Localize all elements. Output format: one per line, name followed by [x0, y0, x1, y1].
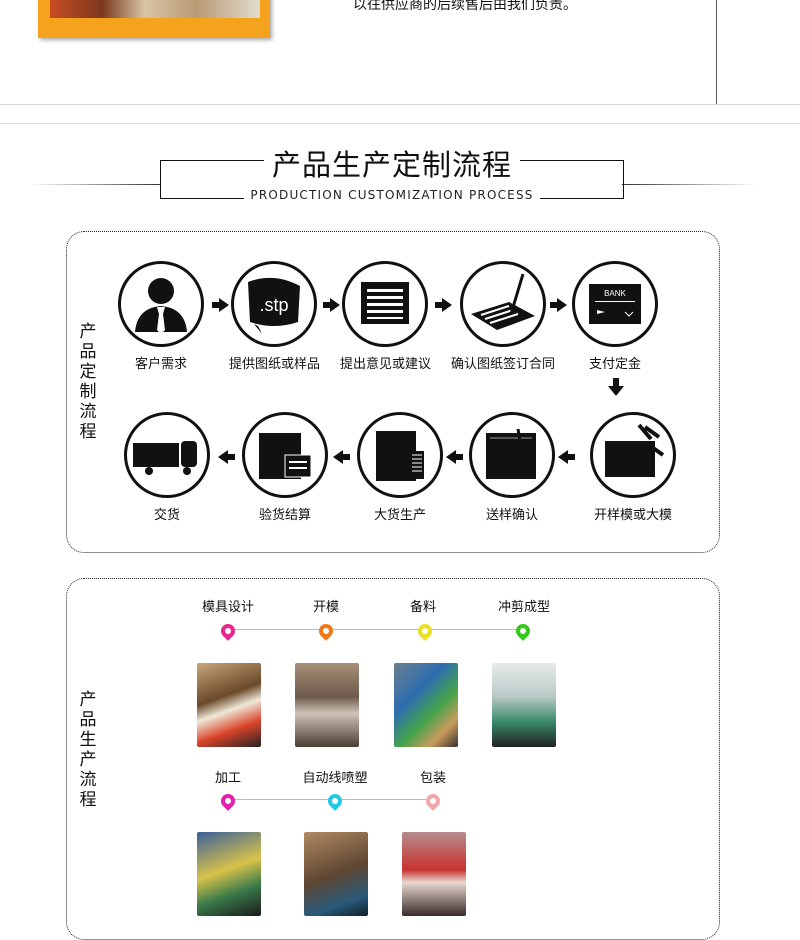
- testing-machine-icon: [469, 412, 555, 498]
- section-subtitle: PRODUCTION CUSTOMIZATION PROCESS: [160, 188, 624, 202]
- step-inspection-settle: 验货结算: [240, 412, 330, 523]
- step-customer-need: 客户需求: [116, 261, 206, 372]
- top-photo-image: [50, 0, 260, 18]
- step-label: 客户需求: [134, 357, 187, 372]
- arrow-left-icon: [558, 450, 575, 464]
- production-machine-icon: [357, 412, 443, 498]
- step-label: 交货: [153, 508, 180, 523]
- top-caption: 以往供应商的后续售后由我们负责。: [353, 0, 577, 13]
- step-provide-drawing: .stp 提供图纸或样品: [229, 261, 321, 372]
- machining-photo: [197, 832, 261, 916]
- step-label: 开样模或大模: [593, 508, 672, 523]
- stage-label: 包装: [419, 771, 446, 786]
- arrow-left-icon: [218, 450, 235, 464]
- document-list-icon: [342, 261, 428, 347]
- step-pay-deposit: BANK 支付定金: [570, 261, 660, 372]
- person-icon: [118, 261, 204, 347]
- section-divider-top: [0, 104, 800, 105]
- stage-label: 开模: [312, 600, 339, 615]
- step-sample-confirm: 送样确认: [467, 412, 557, 523]
- top-product-photo: [38, 0, 270, 38]
- section-divider-bottom: [0, 123, 800, 124]
- inspection-machine-icon: [242, 412, 328, 498]
- svg-text:BANK: BANK: [604, 289, 626, 298]
- step-label: 大货生产: [373, 508, 426, 523]
- stage-label: 冲剪成型: [497, 600, 550, 615]
- step-delivery: 交货: [122, 412, 212, 523]
- section-title: 产品生产定制流程: [160, 142, 624, 184]
- mold-opening-photo: [295, 663, 359, 747]
- punch-forming-photo: [492, 663, 556, 747]
- step-mass-production: 大货生产: [355, 412, 445, 523]
- bank-card-icon: BANK: [572, 261, 658, 347]
- stage-label: 加工: [214, 771, 241, 786]
- production-flow-side-label: 产品生产流程: [79, 690, 97, 810]
- arrow-right-icon: [550, 298, 567, 312]
- powder-coating-photo: [304, 832, 368, 916]
- custom-flow-side-label: 产品定制流程: [79, 322, 97, 442]
- arrow-right-icon: [212, 298, 229, 312]
- production-flow-panel: [66, 578, 720, 940]
- step-label: 确认图纸签订合同: [450, 357, 555, 372]
- step-suggestions: 提出意见或建议: [340, 261, 432, 372]
- stage-label: 模具设计: [201, 600, 254, 615]
- arrow-down-icon: [608, 378, 624, 396]
- title-left-line: [30, 184, 160, 185]
- title-right-line: [622, 184, 757, 185]
- step-sign-contract: 确认图纸签订合同: [448, 261, 558, 372]
- top-vertical-divider: [716, 0, 717, 104]
- step-label: 送样确认: [485, 508, 538, 523]
- svg-text:.stp: .stp: [259, 295, 288, 315]
- production-track-row1: [232, 629, 522, 630]
- custom-flow-panel: [66, 231, 720, 553]
- step-label: 提出意见或建议: [340, 357, 432, 372]
- arrow-left-icon: [333, 450, 350, 464]
- delivery-truck-icon: [124, 412, 210, 498]
- packaging-photo: [402, 832, 466, 916]
- arrow-left-icon: [446, 450, 463, 464]
- step-label: 提供图纸或样品: [229, 357, 321, 372]
- step-label: 验货结算: [258, 508, 311, 523]
- step-label: 支付定金: [588, 357, 641, 372]
- sign-contract-icon: [460, 261, 546, 347]
- stage-label: 备料: [409, 600, 436, 615]
- arrow-right-icon: [435, 298, 452, 312]
- stp-file-icon: .stp: [231, 261, 317, 347]
- arrow-right-icon: [323, 298, 340, 312]
- step-open-mold: 开样模或大模: [578, 412, 688, 523]
- material-prep-photo: [394, 663, 458, 747]
- stage-label: 自动线喷塑: [302, 771, 368, 786]
- mold-design-photo: [197, 663, 261, 747]
- mold-tool-icon: [590, 412, 676, 498]
